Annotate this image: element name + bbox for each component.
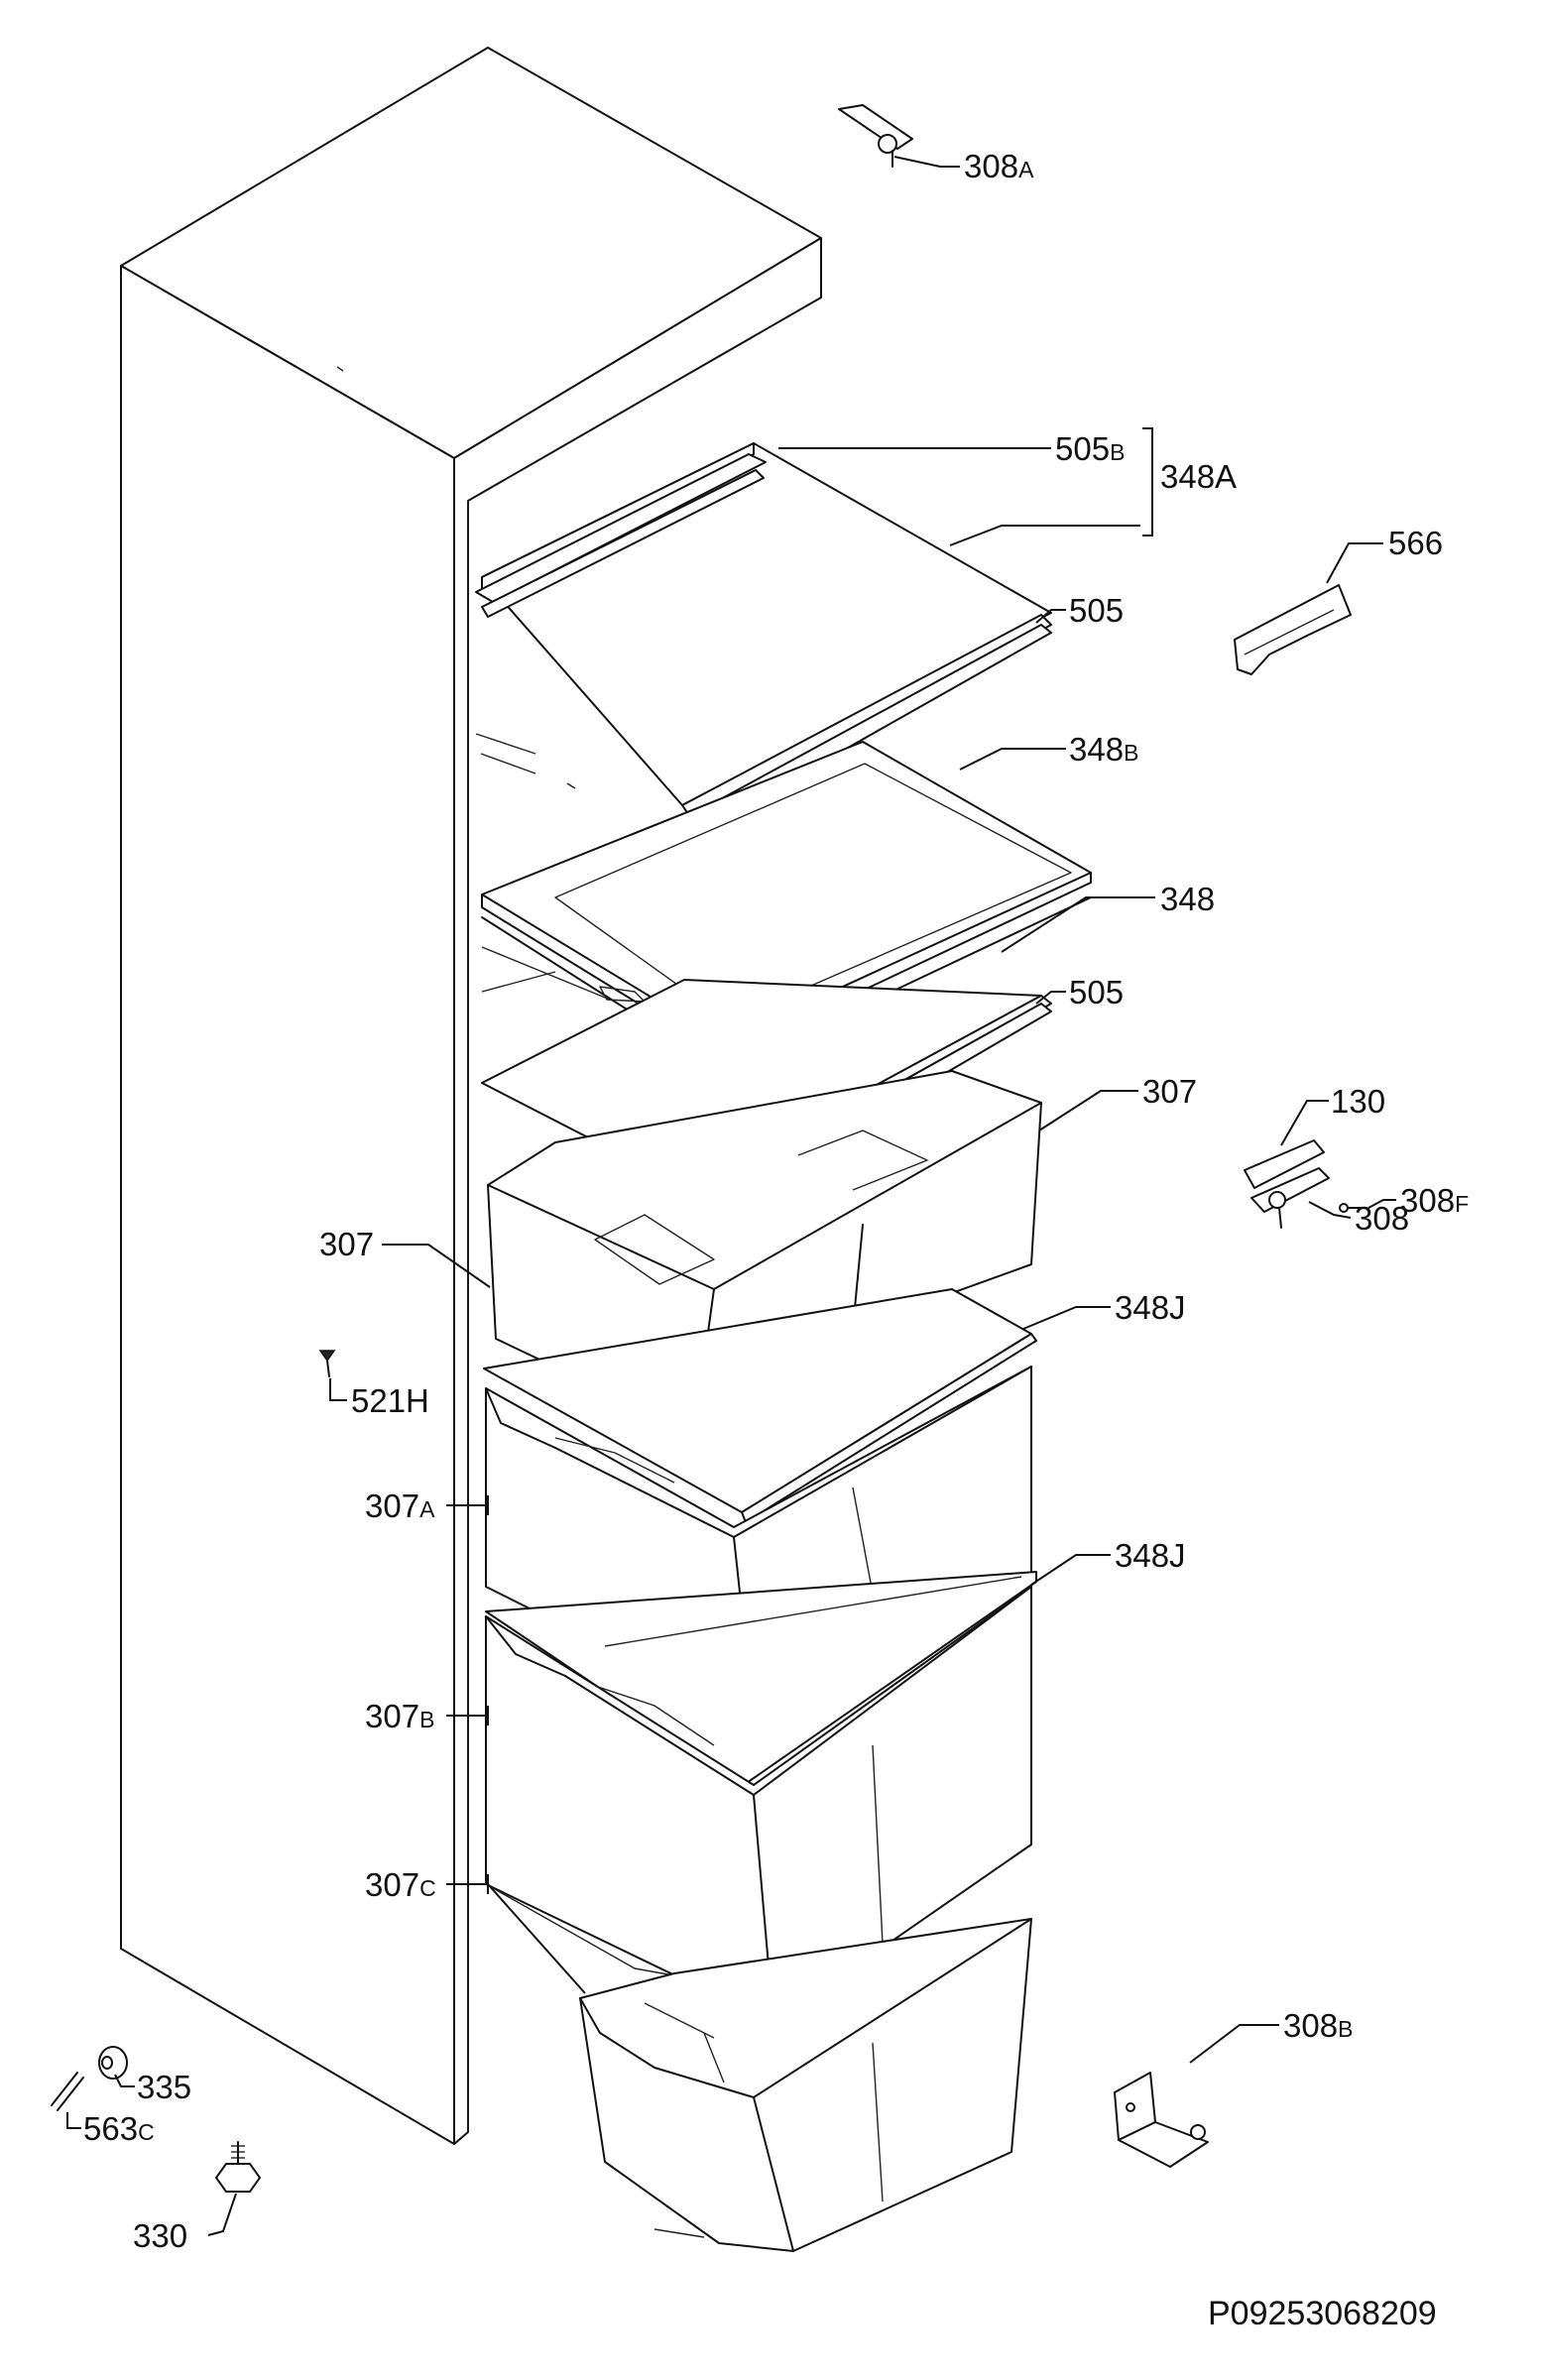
roller-335-part <box>98 2046 128 2080</box>
label-308: 308 <box>1355 1200 1409 1237</box>
label-566: 566 <box>1388 525 1443 561</box>
label-307-left: 307 <box>319 1226 374 1262</box>
hinge-308a-part <box>838 104 913 168</box>
label-348: 348 <box>1160 881 1215 917</box>
crisper-drawer-307 <box>487 1070 1042 1434</box>
drawer-307c <box>579 1918 1032 2252</box>
label-330: 330 <box>133 2217 187 2254</box>
hinge-308-part <box>1244 1139 1367 1229</box>
label-348j-upper: 348J <box>1115 1289 1186 1326</box>
label-521h: 521H <box>351 1382 429 1419</box>
label-348b: 348B <box>1069 731 1138 768</box>
label-307b: 307B <box>365 1698 434 1734</box>
drawing-code: P09253068209 <box>1208 2295 1437 2332</box>
cabinet <box>120 47 822 2145</box>
leader-lines <box>66 156 1396 2236</box>
label-130: 130 <box>1331 1083 1385 1120</box>
label-308f: 308F <box>1400 1182 1469 1219</box>
label-505-lower: 505 <box>1069 974 1124 1011</box>
label-307c: 307C <box>365 1866 436 1903</box>
label-308a: 308A <box>964 148 1034 184</box>
label-307a: 307A <box>365 1488 435 1524</box>
label-348j-lower: 348J <box>1115 1537 1186 1574</box>
glass-shelf-348a <box>475 442 1052 838</box>
label-308b: 308B <box>1283 2007 1353 2044</box>
pin-563c-part <box>51 2072 84 2111</box>
part-566 <box>1234 584 1352 675</box>
label-505-upper: 505 <box>1069 592 1124 629</box>
label-307-right: 307 <box>1142 1073 1197 1110</box>
label-348a: 348A <box>1160 458 1237 495</box>
label-505b: 505B <box>1055 430 1125 467</box>
screw-521h-part <box>318 1350 336 1377</box>
label-335: 335 <box>137 2069 191 2105</box>
foot-330-part <box>215 2141 261 2193</box>
glass-shelf-348j-upper <box>483 1288 1037 1523</box>
label-563c: 563C <box>83 2110 155 2147</box>
hinge-308b-part <box>1114 2072 1209 2168</box>
